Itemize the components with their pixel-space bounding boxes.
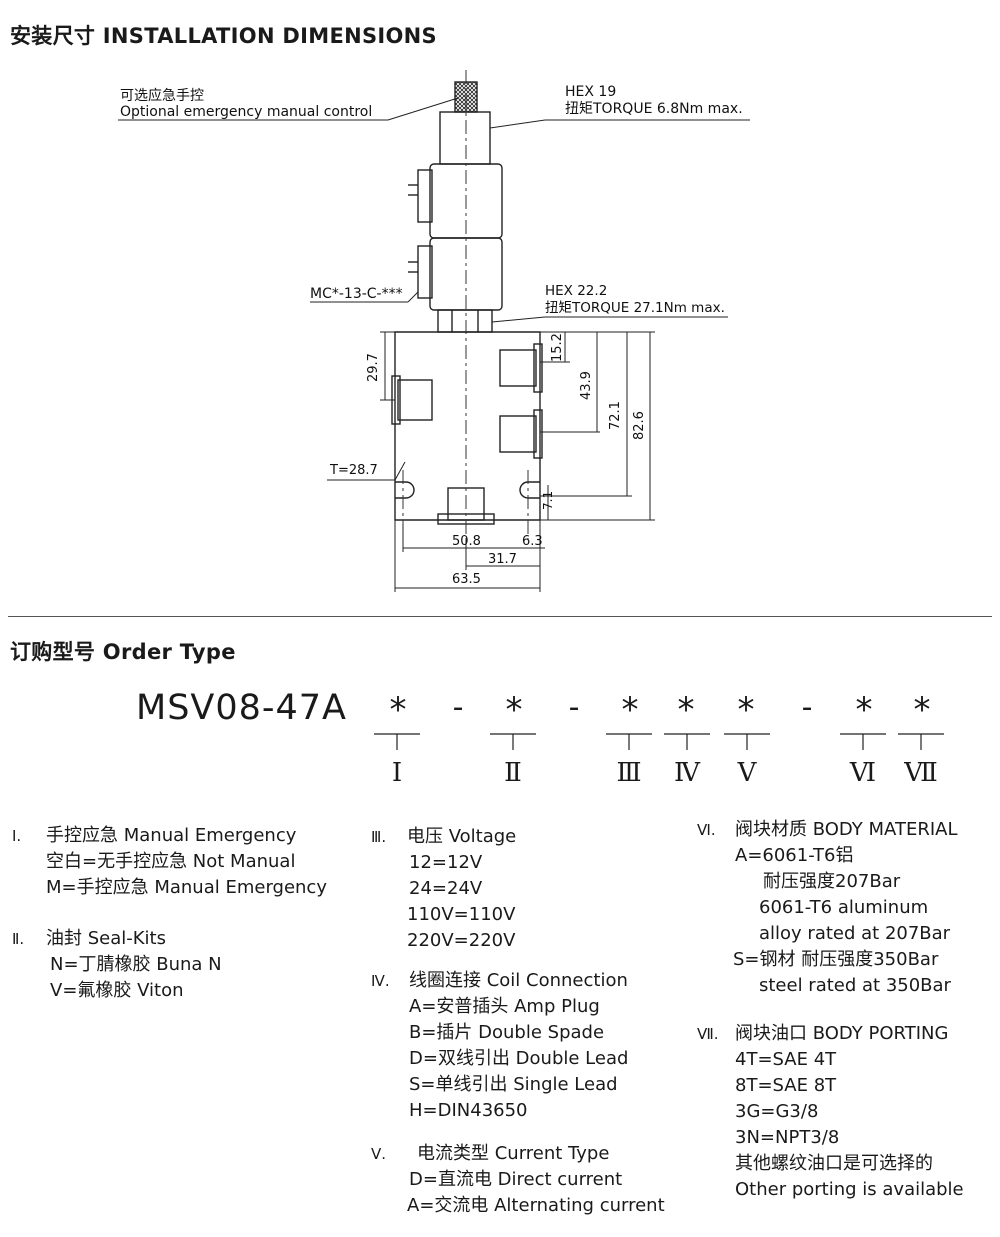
code-slot-1: * <box>389 690 407 730</box>
section-current-type: Ⅴ. 电流类型 Current Type D=直流电 Direct current… <box>371 1141 665 1219</box>
list-item: A=6061-T6铝 <box>735 845 854 866</box>
list-item: 12=12V <box>409 852 483 873</box>
hex19-torque: 扭矩TORQUE 6.8Nm max. <box>565 101 743 117</box>
dim-72-1: 72.1 <box>608 401 623 430</box>
roman-7: Ⅶ <box>904 758 938 788</box>
list-item: S=钢材 耐压强度350Bar <box>733 949 939 970</box>
roman-3: Ⅲ <box>616 758 642 788</box>
section-num: Ⅰ. <box>12 827 22 845</box>
section-divider <box>8 616 992 617</box>
list-item: B=插片 Double Spade <box>409 1022 605 1043</box>
dim-82-6: 82.6 <box>632 411 647 440</box>
list-item: A=交流电 Alternating current <box>407 1195 665 1216</box>
list-item: Other porting is available <box>735 1179 964 1200</box>
code-brackets <box>374 733 944 750</box>
list-item: 24=24V <box>409 878 483 899</box>
code-slot-7: * <box>913 690 931 730</box>
list-item: A=安普插头 Amp Plug <box>409 996 600 1017</box>
list-item: H=DIN43650 <box>409 1100 528 1121</box>
section-voltage: Ⅲ. 电压 Voltage 12=12V 24=24V 110V=110V 220… <box>371 824 516 954</box>
code-slot-2: * <box>505 690 523 730</box>
list-item: 220V=220V <box>407 930 516 951</box>
hex22-torque: 扭矩TORQUE 27.1Nm max. <box>545 300 725 316</box>
section-title: 手控应急 Manual Emergency <box>46 825 297 846</box>
callout-manual-cn: 可选应急手控 <box>120 87 204 104</box>
section-num: Ⅱ. <box>12 930 25 948</box>
installation-drawing: 可选应急手控 Optional emergency manual control… <box>118 70 750 592</box>
section-num: Ⅶ. <box>697 1025 719 1043</box>
dim-31-7: 31.7 <box>488 552 517 567</box>
section-manual-emergency: Ⅰ. 手控应急 Manual Emergency 空白=无手控应急 Not Man… <box>12 823 327 901</box>
code-slot-6: * <box>855 690 873 730</box>
code-slot-5: * <box>737 690 755 730</box>
list-item: 耐压强度207Bar <box>763 871 901 892</box>
section-num: Ⅴ. <box>371 1145 387 1163</box>
list-item: D=双线引出 Double Lead <box>409 1048 629 1069</box>
coil-code-label: MC*-13-C-*** <box>310 286 403 302</box>
section-title: 阀块材质 BODY MATERIAL <box>735 819 958 840</box>
roman-5: Ⅴ <box>737 758 757 788</box>
port-right-upper <box>499 349 537 387</box>
port-left <box>397 379 433 421</box>
roman-1: Ⅰ <box>391 758 403 788</box>
code-dash-1: - <box>452 690 464 725</box>
callout-manual-en: Optional emergency manual control <box>120 104 372 120</box>
connector-upper <box>417 169 433 223</box>
list-item: steel rated at 350Bar <box>759 975 951 996</box>
list-item: 6061-T6 aluminum <box>759 897 929 918</box>
list-item: 3G=G3/8 <box>735 1101 819 1122</box>
code-dash-2: - <box>568 690 580 725</box>
list-item: alloy rated at 207Bar <box>759 923 951 944</box>
code-dash-3: - <box>801 690 813 725</box>
section-title: 电压 Voltage <box>407 826 517 847</box>
tube-top <box>439 111 491 165</box>
roman-4: Ⅳ <box>674 758 700 788</box>
installation-title: 安装尺寸 INSTALLATION DIMENSIONS <box>10 24 437 48</box>
section-coil-connection: Ⅳ. 线圈连接 Coil Connection A=安普插头 Amp Plug B… <box>371 968 628 1124</box>
dim-7-1: 7.1 <box>541 491 555 510</box>
dim-15-2: 15.2 <box>550 333 565 362</box>
hex-nut <box>437 309 493 333</box>
dim-63-5: 63.5 <box>452 572 481 587</box>
dim-t-label: T=28.7 <box>329 463 378 478</box>
list-item: 110V=110V <box>407 904 516 925</box>
list-item: 空白=无手控应急 Not Manual <box>46 851 296 872</box>
hex22-label: HEX 22.2 <box>545 283 607 299</box>
section-body-porting: Ⅶ.阀块油口 BODY PORTING 4T=SAE 4T 8T=SAE 8T … <box>697 1021 964 1203</box>
list-item: V=氟橡胶 Viton <box>50 980 184 1001</box>
hex19-label: HEX 19 <box>565 84 616 100</box>
code-slot-4: * <box>677 690 695 730</box>
dim-29-7: 29.7 <box>366 353 381 382</box>
list-item: N=丁腈橡胶 Buna N <box>50 954 222 975</box>
order-type-title: 订购型号 Order Type <box>10 640 236 664</box>
list-item: 4T=SAE 4T <box>735 1049 837 1070</box>
section-seal-kits: Ⅱ. 油封 Seal-Kits N=丁腈橡胶 Buna N V=氟橡胶 Viton <box>12 926 222 1004</box>
list-item: D=直流电 Direct current <box>409 1169 623 1190</box>
port-right-lower <box>499 415 537 453</box>
list-item: 3N=NPT3/8 <box>735 1127 840 1148</box>
roman-2: Ⅱ <box>504 758 522 788</box>
section-body-material: Ⅵ. 阀块材质 BODY MATERIAL A=6061-T6铝 耐压强度207B… <box>697 817 958 999</box>
dim-6-3: 6.3 <box>522 534 543 549</box>
section-title: 线圈连接 Coil Connection <box>409 970 628 991</box>
dim-43-9: 43.9 <box>579 371 594 400</box>
list-item: 其他螺纹油口是可选择的 <box>735 1153 933 1174</box>
section-title: 油封 Seal-Kits <box>46 928 166 949</box>
section-num: Ⅵ. <box>697 821 716 839</box>
dim-50-8: 50.8 <box>452 534 481 549</box>
code-slot-3: * <box>621 690 639 730</box>
section-num: Ⅲ. <box>371 828 387 846</box>
roman-6: Ⅵ <box>849 758 877 788</box>
list-item: M=手控应急 Manual Emergency <box>46 877 327 898</box>
section-title: 阀块油口 BODY PORTING <box>735 1023 949 1044</box>
list-item: S=单线引出 Single Lead <box>409 1074 618 1095</box>
valve-body <box>394 331 541 521</box>
section-title: 电流类型 Current Type <box>417 1143 610 1164</box>
list-item: 8T=SAE 8T <box>735 1075 837 1096</box>
section-num: Ⅳ. <box>371 972 390 990</box>
model-prefix: MSV08-47A <box>136 688 348 728</box>
